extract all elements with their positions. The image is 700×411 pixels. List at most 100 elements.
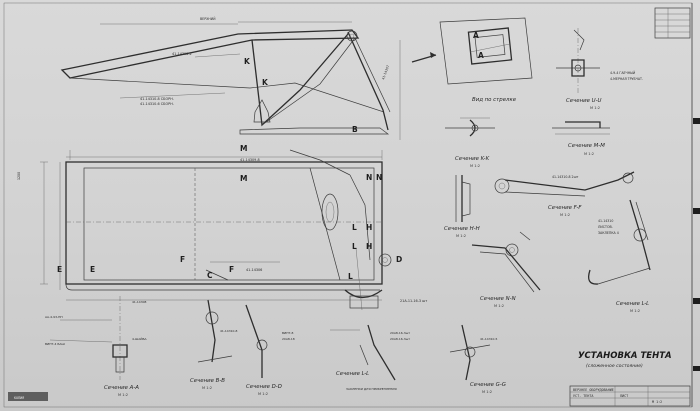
svg-text:41-14310-8: 41-14310-8 (220, 329, 238, 333)
svg-text:1200: 1200 (17, 172, 21, 180)
svg-text:М 1:2: М 1:2 (470, 164, 480, 168)
svg-text:L: L (348, 272, 353, 281)
svg-text:М 1:2: М 1:2 (456, 234, 466, 238)
drawing-subtitle: (сложенное состояние) (586, 363, 643, 369)
svg-text:41-14308: 41-14308 (132, 300, 147, 304)
svg-text:L: L (352, 242, 357, 251)
svg-text:E: E (57, 265, 62, 274)
svg-text:ВИНТ-8: ВИНТ-8 (282, 331, 293, 335)
svg-text:41-14310: 41-14310 (598, 219, 613, 223)
stamp-text: КОПИЯ (14, 396, 24, 400)
view-by-arrow: A A Вид по стрелке (411, 17, 533, 103)
svg-text:М 1:2: М 1:2 (560, 213, 570, 217)
svg-text:ВЕРХНИЙ: ВЕРХНИЙ (200, 16, 216, 21)
svg-text:20А8-16-3шт: 20А8-16-3шт (390, 331, 410, 335)
svg-text:Сечение В-В: Сечение В-В (190, 378, 225, 384)
svg-text:41-14310-8 СБОРН.: 41-14310-8 СБОРН. (140, 97, 174, 101)
svg-text:Сечение K-K: Сечение K-K (455, 156, 490, 162)
svg-text:М 1:2: М 1:2 (202, 386, 212, 390)
svg-text:C: C (207, 271, 213, 280)
svg-text:М 1:2: М 1:2 (118, 393, 128, 397)
svg-text:М 1:2: М 1:2 (258, 392, 268, 396)
svg-text:M: M (240, 174, 247, 183)
svg-text:F: F (180, 255, 185, 264)
section-aa: АА-4-93-ПН ВИНТ-4 БАШ 41-14308 4-ШАЙБА С… (45, 296, 148, 397)
svg-text:41-14303-2: 41-14303-2 (172, 52, 192, 56)
svg-text:УСТ. ТЕНТА: УСТ. ТЕНТА (573, 394, 593, 398)
svg-text:АА-4-93-ПН: АА-4-93-ПН (45, 315, 63, 319)
sheet-frame (3, 2, 700, 408)
svg-text:М 1:2: М 1:2 (584, 152, 594, 156)
svg-text:K: K (244, 57, 251, 66)
svg-text:М 1:2: М 1:2 (590, 106, 600, 110)
svg-text:A: A (478, 51, 484, 60)
svg-text:ВИНТ-4 БАШ: ВИНТ-4 БАШ (45, 342, 65, 346)
svg-text:М 1:2: М 1:2 (482, 390, 492, 394)
title-block: ВЕРХНЕЕ ОБОРУДОВАНИЕ УСТ. ТЕНТА ЛИСТ М 1… (569, 385, 691, 407)
section-cc: Сечение K-K М 1:2 (445, 117, 495, 168)
svg-text:4-ШАЙБА: 4-ШАЙБА (132, 336, 148, 341)
svg-text:D: D (396, 255, 402, 264)
svg-text:Сечение G-G: Сечение G-G (470, 382, 506, 388)
svg-text:41-14309-8: 41-14309-8 (240, 158, 260, 162)
svg-text:ЗАКЛЕПКА 4: ЗАКЛЕПКА 4 (598, 231, 619, 235)
svg-text:A: A (473, 31, 479, 40)
section-bb: 41-14310-8 Сечение В-В М 1:2 (190, 299, 238, 390)
svg-text:Сечение L-L: Сечение L-L (336, 371, 369, 377)
svg-text:41-14307: 41-14307 (381, 65, 390, 81)
section-hh: Сечение N-N М 1:2 (471, 231, 541, 308)
svg-text:Сечение L-L: Сечение L-L (616, 301, 649, 307)
corner-block (654, 7, 691, 39)
svg-text:41-14310-6 СБОРН.: 41-14310-6 СБОРН. (140, 102, 174, 106)
svg-text:Сечение D-D: Сечение D-D (246, 384, 282, 390)
svg-text:Сечение А-А: Сечение А-А (104, 385, 139, 391)
svg-text:М 1:2: М 1:2 (630, 309, 640, 313)
svg-text:ЗАКЛЕПКИ ДЛЯ ПРИКРЕПЛЕНИЯ: ЗАКЛЕПКИ ДЛЯ ПРИКРЕПЛЕНИЯ (346, 387, 397, 391)
svg-text:ВЕРХНЕЕ ОБОРУДОВАНИЕ: ВЕРХНЕЕ ОБОРУДОВАНИЕ (573, 388, 614, 392)
svg-text:Сечение N-N: Сечение N-N (480, 296, 516, 302)
svg-text:20А8-16-3шт: 20А8-16-3шт (390, 337, 410, 341)
drawing-title: УСТАНОВКА ТЕНТА (578, 351, 672, 361)
svg-text:M: M (240, 144, 247, 153)
svg-text:Сечение H-H: Сечение H-H (444, 226, 480, 232)
section-dd: ВИНТ-8 20А8-18 Сечение D-D М 1:2 (245, 304, 295, 396)
section-gg: 41-14310-5 Сечение G-G М 1:2 (449, 324, 506, 394)
view-label: Вид по стрелке (472, 97, 517, 103)
svg-text:Сечение U-U: Сечение U-U (566, 98, 602, 104)
stamp: КОПИЯ (8, 392, 48, 401)
body-frame-plan: 41-14309-8 41-14306 21А-11-16-3 шт M M N… (17, 16, 427, 311)
section-kk: Сечение H-H М 1:2 (444, 175, 480, 238)
svg-text:B: B (352, 125, 358, 134)
svg-text:4-9-4 ГАЕЧНЫЙ: 4-9-4 ГАЕЧНЫЙ (610, 70, 636, 75)
svg-text:41-14310-5: 41-14310-5 (480, 337, 498, 341)
svg-text:F: F (229, 265, 234, 274)
svg-text:41-14310-8 2шт: 41-14310-8 2шт (552, 175, 578, 179)
svg-text:H: H (366, 242, 372, 251)
svg-text:N: N (366, 173, 372, 182)
svg-text:ЛИСТ: ЛИСТ (620, 394, 628, 398)
section-nn: 41-14310 ЛИСТОВ. ЗАКЛЕПКА 4 Сечение L-L … (587, 199, 651, 313)
svg-text:21А-11-16-3 шт: 21А-11-16-3 шт (400, 299, 427, 303)
svg-text:E: E (90, 265, 95, 274)
section-mm: Сечение M-M М 1:2 (552, 121, 610, 156)
svg-text:М 1:2: М 1:2 (494, 304, 504, 308)
dimension-lines (59, 40, 401, 301)
tent-bow-assembly: 41-14303-2 41-14310-8 СБОРН. 41-14310-6 … (60, 21, 391, 135)
svg-text:Сечение F-F: Сечение F-F (548, 205, 582, 211)
svg-text:41-14306: 41-14306 (246, 268, 262, 272)
svg-text:20А8-18: 20А8-18 (282, 337, 295, 341)
section-ff: 41-14310-8 2шт Сечение F-F М 1:2 (494, 171, 635, 217)
svg-text:K: K (262, 78, 269, 87)
svg-text:H: H (366, 223, 372, 232)
svg-text:Сечение M-M: Сечение M-M (568, 143, 605, 149)
svg-text:L: L (352, 223, 357, 232)
drawing-title-group: УСТАНОВКА ТЕНТА (сложенное состояние) (578, 351, 672, 369)
svg-text:М 1:2: М 1:2 (652, 400, 662, 404)
section-uu: 4-9-4 ГАЕЧНЫЙ 4-МЕРНАЯ ТРУБЧАТ. Сечение … (556, 28, 643, 110)
svg-text:ЛИСТОВ.: ЛИСТОВ. (598, 225, 613, 229)
svg-text:N: N (376, 173, 382, 182)
svg-text:4-МЕРНАЯ ТРУБЧАТ.: 4-МЕРНАЯ ТРУБЧАТ. (610, 77, 643, 81)
section-ll: 20А8-16-3шт 20А8-16-3шт Сечение L-L ЗАКЛ… (330, 324, 410, 391)
